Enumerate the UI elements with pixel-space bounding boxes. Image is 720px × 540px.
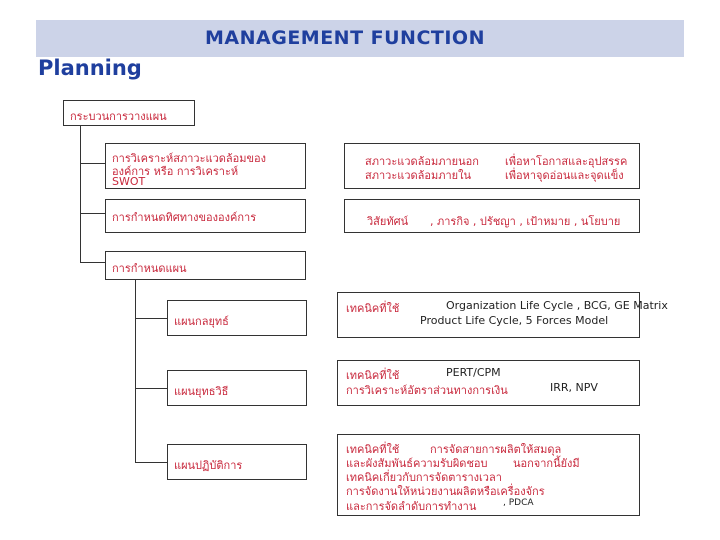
step1-label-line2: องค์การ หรือ การวิเคราะห์: [112, 165, 239, 178]
step2-label: การกำหนดทิศทางขององค์การ: [112, 211, 257, 224]
step1-detail-2a: สภาวะแวดล้อมภายใน: [365, 169, 471, 182]
plan-strategic-technique-box: เทคนิคที่ใช้ Organization Life Cycle , B…: [337, 292, 668, 338]
plan-strategic-technique-line1: Organization Life Cycle , BCG, GE Matrix: [446, 299, 668, 312]
plan-operational-technique-label: เทคนิคที่ใช้: [346, 443, 400, 456]
step1-label-line1: การวิเคราะห์สภาวะแวดล้อมของ: [112, 152, 267, 165]
connector-root-vertical: [80, 126, 81, 262]
plan-tactical-technique-line2a: การวิเคราะห์อัตราส่วนทางการเงิน: [346, 384, 508, 397]
connector-plan1: [135, 318, 167, 319]
plan-strategic-label: แผนกลยุทธ์: [174, 315, 229, 328]
step1-detail-2b: เพื่อหาจุดอ่อนและจุดแข็ง: [505, 169, 624, 182]
step2-detail-a: วิสัยทัศน์: [367, 215, 409, 228]
step2-detail-box: วิสัยทัศน์ , ภารกิจ , ปรัชญา , เป้าหมาย …: [344, 199, 640, 233]
step1-detail-1a: สภาวะแวดล้อมภายนอก: [365, 155, 479, 168]
connector-plan3: [135, 462, 167, 463]
connector-step3: [80, 262, 105, 263]
plan-operational-technique-line1: การจัดสายการผลิตให้สมดุล: [430, 443, 562, 456]
plan-tactical-technique-line1: PERT/CPM: [446, 366, 501, 379]
plan-strategic-technique-label: เทคนิคที่ใช้: [346, 302, 400, 315]
plan-tactical-technique-box: เทคนิคที่ใช้ PERT/CPM การวิเคราะห์อัตราส…: [337, 360, 640, 406]
plan-strategic-box: แผนกลยุทธ์: [167, 300, 307, 336]
plan-operational-box: แผนปฏิบัติการ: [167, 444, 307, 480]
plan-strategic-technique-line2: Product Life Cycle, 5 Forces Model: [420, 314, 609, 327]
step1-label-line3: SWOT: [112, 175, 146, 188]
plan-operational-technique-line5a: และการจัดลำดับการทำงาน: [346, 500, 477, 513]
step3-box: การกำหนดแผน: [105, 251, 306, 280]
title-banner: [36, 20, 684, 57]
plan-operational-technique-line2a: และผังสัมพันธ์ความรับผิดชอบ: [346, 457, 488, 470]
step2-detail-b: , ภารกิจ , ปรัชญา , เป้าหมาย , นโยบาย: [430, 215, 621, 228]
plan-operational-technique-line2b: นอกจากนี้ยังมี: [513, 457, 580, 470]
plan-tactical-box: แผนยุทธวิธี: [167, 370, 307, 406]
page-subtitle: Planning: [38, 56, 142, 80]
step1-box: การวิเคราะห์สภาวะแวดล้อมของ องค์การ หรือ…: [105, 143, 306, 189]
step2-box: การกำหนดทิศทางขององค์การ: [105, 199, 306, 233]
root-label: กระบวนการวางแผน: [70, 110, 167, 123]
step1-detail-box: สภาวะแวดล้อมภายนอก เพื่อหาโอกาสและอุปสรร…: [344, 143, 640, 189]
step3-label: การกำหนดแผน: [112, 262, 187, 275]
connector-plans-vertical: [135, 280, 136, 463]
plan-tactical-technique-line2b: IRR, NPV: [550, 381, 598, 394]
plan-operational-technique-box: เทคนิคที่ใช้ การจัดสายการผลิตให้สมดุล แล…: [337, 434, 640, 516]
plan-operational-technique-line5b: , PDCA: [503, 498, 534, 508]
plan-operational-label: แผนปฏิบัติการ: [174, 459, 243, 472]
plan-operational-technique-line4: การจัดงานให้หน่วยงานผลิตหรือเครื่องจักร: [346, 485, 545, 498]
plan-operational-technique-line3: เทคนิคเกี่ยวกับการจัดตารางเวลา: [346, 471, 502, 484]
connector-plan2: [135, 388, 167, 389]
plan-tactical-label: แผนยุทธวิธี: [174, 385, 229, 398]
plan-tactical-technique-label: เทคนิคที่ใช้: [346, 369, 400, 382]
root-box: กระบวนการวางแผน: [63, 100, 195, 126]
connector-step1: [80, 163, 105, 164]
connector-step2: [80, 213, 105, 214]
step1-detail-1b: เพื่อหาโอกาสและอุปสรรค: [505, 155, 628, 168]
banner-title: MANAGEMENT FUNCTION: [205, 27, 485, 49]
